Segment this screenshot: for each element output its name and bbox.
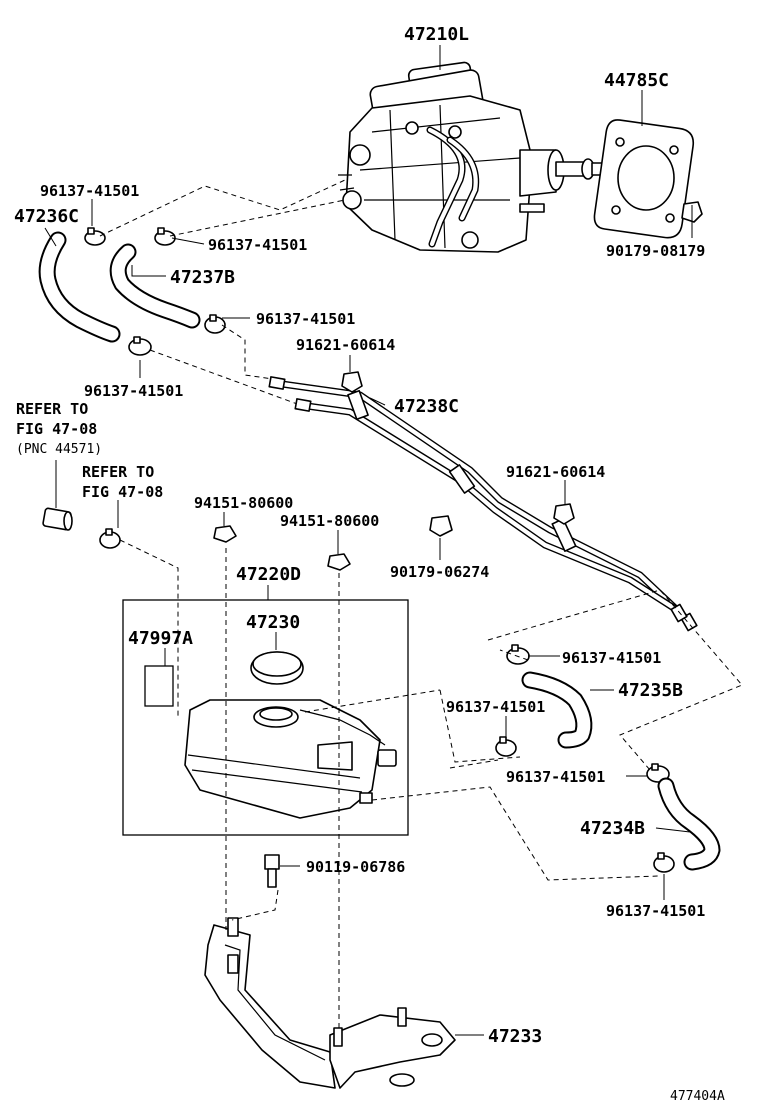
label-clamp-a: 91621-60614 [296, 336, 395, 354]
guide-lines-lower [225, 548, 743, 1030]
label-clip-b: 96137-41501 [208, 236, 307, 254]
hose-47237b-drawing [109, 243, 201, 329]
label-reservoir-assembly: 47220D [236, 564, 301, 585]
label-clamp-b: 91621-60614 [506, 463, 605, 481]
reservoir-drawing [144, 651, 397, 819]
label-refer-to-2: REFER TO [82, 463, 154, 481]
label-grommet-b: 94151-80600 [280, 512, 379, 530]
clamps-drawing [341, 371, 575, 537]
guide-lines-upper [99, 179, 346, 718]
label-gasket-nut: 90179-08179 [606, 242, 705, 260]
label-fig-2: FIG 47-08 [82, 483, 163, 501]
label-clip-a: 96137-41501 [40, 182, 139, 200]
label-clip-d: 96137-41501 [84, 382, 183, 400]
label-pnc-1: (PNC 44571) [16, 442, 102, 457]
label-gasket: 44785C [604, 70, 669, 91]
reservoir-assembly-box [122, 599, 409, 836]
figure-id: 477404A [670, 1089, 725, 1104]
label-clip-c: 96137-41501 [256, 310, 355, 328]
label-refer-to-1: REFER TO [16, 400, 88, 418]
hose-47235b-drawing [521, 671, 593, 749]
booster-assembly-drawing [338, 61, 607, 253]
label-reservoir-cap: 47230 [246, 612, 300, 633]
label-grommet-a: 94151-80600 [194, 494, 293, 512]
label-bracket: 47233 [488, 1026, 542, 1047]
bolt-drawing [264, 854, 280, 888]
label-clip-h: 96137-41501 [606, 902, 705, 920]
label-booster-assembly: 47210L [404, 24, 469, 45]
label-nut-grommet: 90179-06274 [390, 563, 489, 581]
gasket-drawing [593, 119, 703, 239]
label-hose-left: 47236C [14, 206, 79, 227]
tube-set-drawing [268, 376, 698, 632]
part-labels: 47210L 44785C 90179-08179 96137-41501 47… [14, 24, 725, 1104]
label-label-plate: 47997A [128, 628, 193, 649]
bracket-drawing [204, 917, 456, 1089]
grommets-drawing [213, 525, 351, 571]
reference-hose-stub [42, 507, 73, 531]
leader-lines [44, 45, 693, 1036]
hose-47234b-drawing [657, 777, 721, 871]
label-clip-f: 96137-41501 [446, 698, 545, 716]
label-clip-e: 96137-41501 [562, 649, 661, 667]
hose-47236c-drawing [38, 231, 121, 343]
label-bolt: 90119-06786 [306, 858, 405, 876]
label-clip-g: 96137-41501 [506, 768, 605, 786]
label-hose-right-lower: 47234B [580, 818, 645, 839]
label-tube-set: 47238C [394, 396, 459, 417]
label-hose-right-upper: 47235B [618, 680, 683, 701]
label-fig-1: FIG 47-08 [16, 420, 97, 438]
label-hose-center: 47237B [170, 267, 235, 288]
